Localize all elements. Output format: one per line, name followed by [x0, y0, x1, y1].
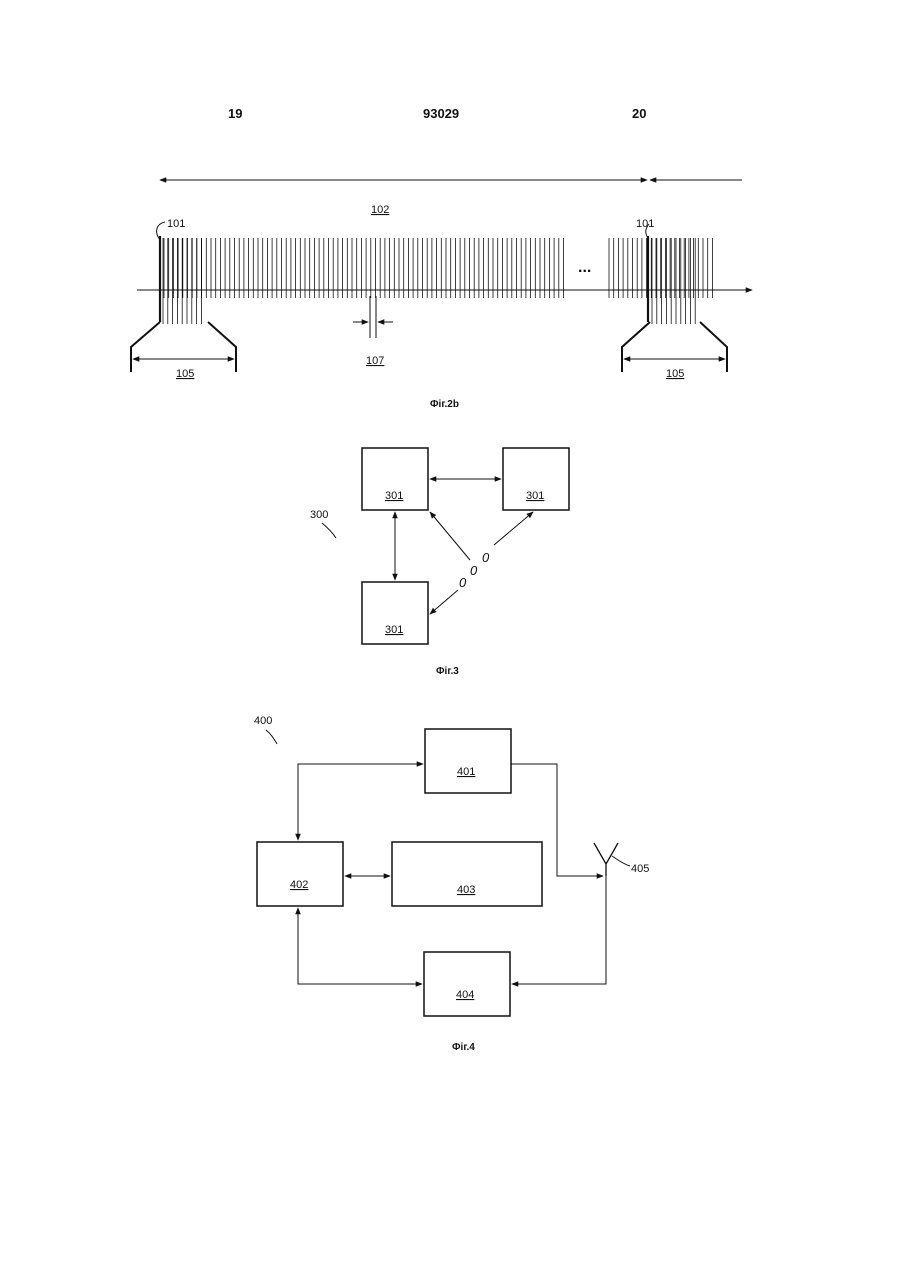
label-101-left: 101: [167, 218, 185, 230]
ellipsis-mark-1: 0: [459, 575, 467, 590]
label-105-right: 105: [666, 368, 684, 380]
antenna-icon: [594, 843, 618, 876]
bracket-105-right: [622, 322, 727, 372]
leader-405: [612, 856, 630, 866]
block-401: [425, 729, 511, 793]
pulse-gap-ellipsis: ...: [578, 259, 591, 276]
antenna-label-405: 405: [631, 863, 649, 875]
block-401-label: 401: [457, 766, 475, 778]
label-107: 107: [366, 355, 384, 367]
node-301-label-3: 301: [385, 624, 403, 636]
ref-300-pointer: [322, 523, 336, 538]
block-402-label: 402: [290, 879, 308, 891]
block-404: [424, 952, 510, 1016]
link-diag-bottom: [430, 590, 458, 614]
pulse-train: [163, 238, 712, 324]
ref-300: 300: [310, 509, 328, 521]
label-102: 102: [371, 204, 389, 216]
label-101-right: 101: [636, 218, 654, 230]
link-401-antenna: [511, 764, 603, 876]
block-402: [257, 842, 343, 906]
link-diag-top-left: [430, 512, 470, 560]
link-402-404: [298, 908, 422, 984]
ref-400: 400: [254, 715, 272, 727]
fig4-caption: Фіг.4: [452, 1042, 475, 1053]
label-105-left: 105: [176, 368, 194, 380]
fig3-caption: Фіг.3: [436, 666, 459, 677]
ellipsis-mark-3: 0: [482, 550, 490, 565]
link-diag-top-right: [494, 512, 533, 545]
bracket-105-left: [131, 322, 236, 372]
node-301-label-2: 301: [526, 490, 544, 502]
node-301-label-1: 301: [385, 490, 403, 502]
ref-400-pointer: [266, 730, 277, 744]
block-404-label: 404: [456, 989, 474, 1001]
ellipsis-mark-2: 0: [470, 563, 478, 578]
link-402-401: [298, 764, 423, 840]
figure-2b: [131, 180, 752, 372]
fig2b-caption: Фіг.2b: [430, 399, 459, 410]
block-403-label: 403: [457, 884, 475, 896]
link-antenna-404: [512, 876, 606, 984]
figure-3: [322, 448, 569, 644]
block-403: [392, 842, 542, 906]
figure-4: [257, 729, 630, 1016]
